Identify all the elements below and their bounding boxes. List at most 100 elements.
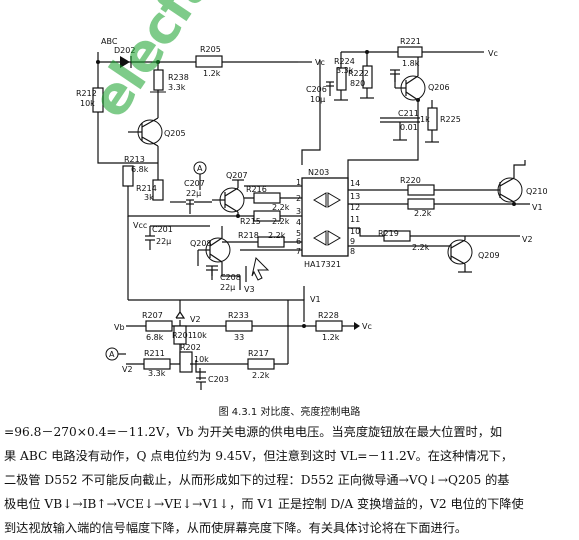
r215-value: 2.2k	[272, 217, 290, 226]
d202-label: D202	[114, 46, 135, 55]
pin-9: 9	[350, 237, 355, 246]
r219-label: R219	[378, 229, 399, 238]
body-text: =96.8－270×0.4=－11.2V，Vb 为开关电源的供电电压。当亮度旋钮…	[4, 420, 576, 540]
r205-label: R205	[200, 45, 221, 54]
vl-label: Vb	[114, 323, 125, 332]
r211-value: 3.3k	[148, 369, 166, 378]
r214-value: 3k	[144, 193, 154, 202]
c206-value: 10μ	[310, 95, 325, 104]
r221-value: 1.8k	[402, 59, 420, 68]
ic-ha17321-label: HA17321	[304, 260, 341, 269]
q209-label: Q209	[478, 251, 500, 260]
r216-label: R216	[246, 185, 267, 194]
text-line: =96.8－270×0.4=－11.2V，Vb 为开关电源的供电电压。当亮度旋钮…	[4, 425, 503, 439]
v1-right-label: V1	[532, 203, 543, 212]
q208-label: Q208	[190, 239, 212, 248]
r225-label: R225	[440, 115, 461, 124]
c211-value: 0.01	[400, 123, 418, 132]
c206-label: C206	[306, 85, 327, 94]
r211-label: R211	[144, 349, 165, 358]
node-a-bottom: A	[109, 350, 115, 359]
r238-value: 3.3k	[168, 83, 186, 92]
r213-label: R213	[124, 155, 145, 164]
q207-label: Q207	[226, 171, 248, 180]
pin-5: 5	[296, 229, 301, 238]
r222-value: 820	[350, 79, 365, 88]
abc-label: ABC	[101, 37, 118, 46]
text-line: 果 ABC 电路没有动作，Q 点电位约为 9.45V，但注意到这时 VL=－11…	[4, 449, 514, 463]
q208-section: Vcc C201 22μ Q208 R218 2.2k C208 22μ V3	[127, 200, 302, 300]
r202-label: R202	[180, 343, 201, 352]
r233-value: 33	[234, 333, 244, 342]
q210-label: Q210	[526, 187, 548, 196]
r207-value: 6.8k	[146, 333, 164, 342]
vcc-label: Vcc	[133, 221, 147, 230]
q205-transistor: Q205	[128, 92, 186, 190]
r228-label: R228	[318, 311, 339, 320]
ic-n203-label: N203	[308, 168, 329, 177]
q206-label: Q206	[428, 83, 450, 92]
pin-12: 12	[350, 203, 360, 212]
r202-value: 10k	[194, 355, 209, 364]
r238-label: R238	[168, 73, 189, 82]
text-line: 极电位 VB↓→IB↑→VCE↓→VE↓→V1↓，而 V1 正是控制 D/A 变…	[4, 497, 524, 511]
v2-right-label: V2	[522, 235, 533, 244]
r224-value: 3.3k	[336, 66, 354, 75]
r233-label: R233	[228, 311, 249, 320]
v2-mid-label: V2	[190, 315, 201, 324]
c201-label: C201	[152, 225, 173, 234]
pin-11: 11	[350, 215, 360, 224]
bottom-network: A Vb R207 6.8k V2 R201 10k R233 33 V1 R2…	[105, 286, 372, 390]
r201-label: R201	[172, 331, 193, 340]
abc-input-section: ABC D202 R205 1.2k Vc R238 3.3k R212 10k	[76, 37, 325, 164]
r220-value: 2.2k	[414, 209, 432, 218]
r217-label: R217	[248, 349, 269, 358]
pin-1: 1	[296, 178, 301, 187]
figure-caption: 图 4.3.1 对比度、亮度控制电路	[218, 407, 361, 418]
text-line: 到达视放输入端的信号幅度下降，从而使屏幕亮度下降。有关具体讨论将在下面进行。	[4, 521, 468, 535]
r218-value: 2.2k	[268, 231, 286, 240]
pin-7: 7	[296, 247, 301, 256]
r214-label: R214	[136, 184, 157, 193]
v1-mid-label: V1	[310, 295, 321, 304]
r207-label: R207	[142, 311, 163, 320]
v3-label: V3	[244, 285, 255, 294]
q207-section: A Q207 C207 22μ R216 2.2k R215 2.2k	[170, 161, 302, 226]
node-a-top: A	[197, 164, 203, 173]
pin-10: 10	[350, 227, 360, 236]
vc-bottom-label: Vc	[362, 322, 372, 331]
ic-ha17321: N203 HA17321 1 2 3 4 5 6 7 8 9 10 11 12 …	[296, 168, 360, 269]
r213-r214-section: R213 6.8k R214 3k	[122, 155, 164, 202]
c207-label: C207	[184, 179, 205, 188]
c201-value: 22μ	[156, 237, 171, 246]
c208-label: C208	[220, 273, 241, 282]
q206-section: R224 3.3k C206 10μ R222 820 R221 1.8k Vc…	[301, 37, 498, 190]
c208-value: 22μ	[220, 283, 235, 292]
r205-value: 1.2k	[203, 69, 221, 78]
c211-label: C211	[398, 109, 419, 118]
r212-value: 10k	[80, 99, 95, 108]
pin-8: 8	[350, 247, 355, 256]
r218-label: R218	[238, 231, 259, 240]
pin-14: 14	[350, 179, 360, 188]
r217-value: 2.2k	[252, 371, 270, 380]
pin-13: 13	[350, 192, 360, 201]
r219-value: 2.2k	[412, 243, 430, 252]
circuit-schematic: ABC D202 R205 1.2k Vc R238 3.3k R212 10k…	[76, 37, 548, 390]
r213-value: 6.8k	[131, 165, 149, 174]
q205-label: Q205	[164, 129, 186, 138]
r225-value: 1k	[420, 115, 430, 124]
r224-label: R224	[334, 57, 355, 66]
r221-label: R221	[400, 37, 421, 46]
r215-label: R215	[240, 217, 261, 226]
pin-3: 3	[296, 207, 301, 216]
pin-4: 4	[296, 218, 301, 227]
c203-label: C203	[208, 375, 229, 384]
r212-label: R212	[76, 89, 97, 98]
r220-label: R220	[400, 176, 421, 185]
r228-value: 1.2k	[322, 333, 340, 342]
text-line: 二极管 D552 不可能反向截止，从而形成如下的过程：D552 正向微导通→VQ…	[4, 473, 510, 487]
vc-right-label: Vc	[488, 49, 498, 58]
r201-value: 10k	[192, 331, 207, 340]
c207-value: 22μ	[186, 189, 201, 198]
